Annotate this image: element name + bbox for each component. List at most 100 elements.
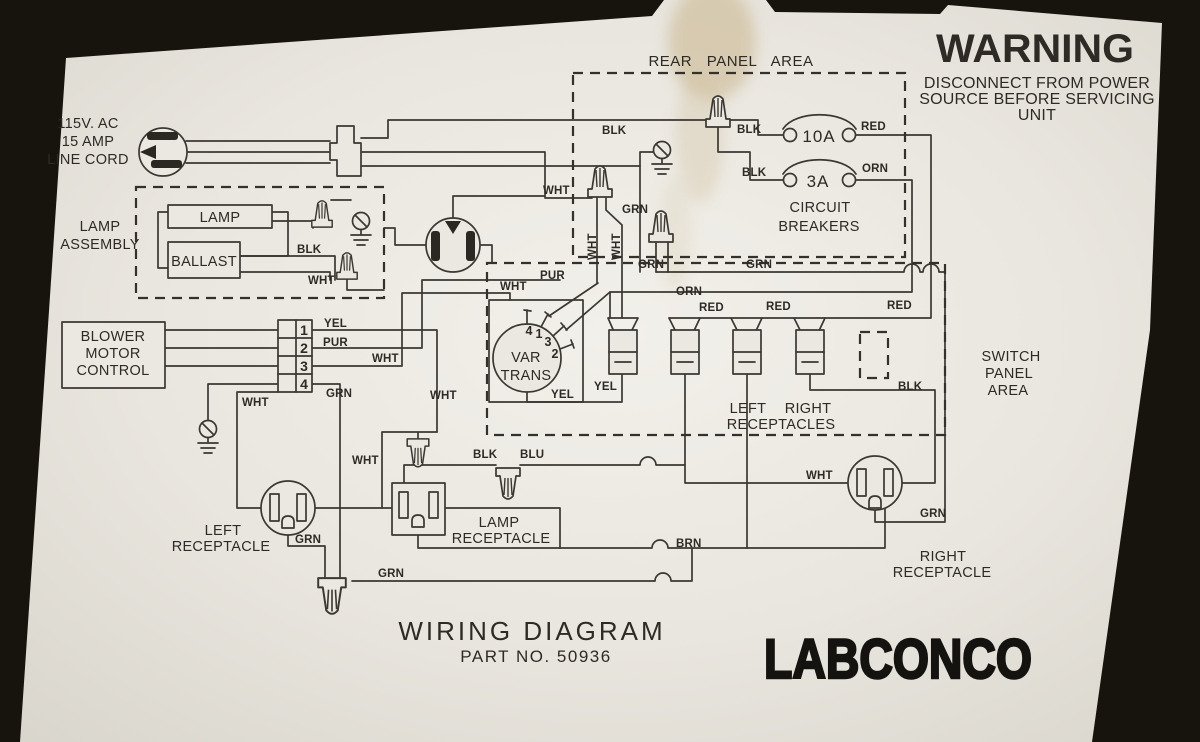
wire-label-brn: BRN (676, 538, 702, 550)
wire-label-pur: PUR (323, 337, 348, 349)
wire-label-grn: GRN (326, 388, 352, 400)
left-receptacle-label: RECEPTACLE (172, 539, 271, 555)
lamp-cord-plug (425, 217, 481, 273)
wire-label-blk: BLK (297, 244, 322, 256)
wire-label-grn: GRN (746, 259, 772, 271)
diagram-title: WIRING DIAGRAM (398, 616, 665, 646)
terminal-number: 3 (300, 358, 308, 374)
wire-label-wht: WHT (352, 455, 379, 467)
wire-label-grn: GRN (378, 568, 404, 580)
wire-label-blk: BLK (602, 125, 627, 137)
lamp-receptacle-label: LAMP (479, 515, 520, 531)
var-trans-terminal: 1 (536, 327, 543, 341)
switch-3 (795, 329, 825, 375)
var-trans-terminal: 3 (545, 335, 552, 349)
circuit-breakers-label: CIRCUIT (790, 200, 851, 216)
switch-panel-area-box (485, 261, 947, 437)
switch-panel-area-label: AREA (988, 383, 1029, 399)
breaker-10a-label: 10A (802, 127, 835, 146)
lamp-label: LAMP (200, 210, 241, 226)
wire-label-wht: WHT (308, 275, 335, 287)
wire-label-blk: BLK (898, 381, 923, 393)
lamp-assembly-label: ASSEMBLY (60, 237, 140, 253)
blower-motor-control-label: MOTOR (85, 346, 140, 362)
line-cord-caption: 15 AMP (62, 134, 115, 150)
wire-label-orn: ORN (862, 163, 888, 175)
terminal-number: 1 (300, 322, 308, 338)
wire-label-red: RED (699, 302, 724, 314)
var-trans-terminal: 4 (526, 324, 533, 338)
warning-text: SOURCE BEFORE SERVICING (919, 91, 1154, 108)
strain-relief (329, 125, 362, 177)
wire-label-wht: WHT (806, 470, 833, 482)
wire-label-red: RED (887, 300, 912, 312)
receptacles-row-label: LEFT (730, 401, 767, 417)
part-number: PART NO. 50936 (460, 647, 611, 666)
wire-label-wht: WHT (242, 397, 269, 409)
var-trans-label: TRANS (501, 368, 552, 384)
blower-motor-control-label: BLOWER (81, 329, 146, 345)
switch-blower (608, 329, 638, 375)
wire-label-red: RED (861, 121, 886, 133)
var-trans (488, 299, 584, 403)
warning-text: DISCONNECT FROM POWER (924, 75, 1150, 92)
rear-panel-area-label: REAR PANEL AREA (648, 53, 813, 70)
left-receptacle-outlet (260, 480, 316, 536)
wire-label-yel: YEL (551, 389, 574, 401)
line-cord-caption: LINE CORD (47, 152, 129, 168)
spare-switch-slot (858, 330, 890, 380)
lamp-box (167, 204, 273, 229)
switch-panel-area-label: SWITCH (982, 349, 1041, 365)
wire-label-wht: WHT (430, 390, 457, 402)
switch-panel-area-label: PANEL (985, 366, 1033, 382)
wire-label-blk: BLK (737, 124, 762, 136)
terminal-block (277, 319, 313, 393)
wire-label-pur: PUR (540, 270, 565, 282)
circuit-breaker-10a (782, 113, 857, 143)
lamp-receptacle-label: RECEPTACLE (452, 531, 551, 547)
wire-label-orn: ORN (676, 286, 702, 298)
label-card (20, 0, 1162, 742)
wire-label-red: RED (766, 301, 791, 313)
wire-label-grn: GRN (295, 534, 321, 546)
right-receptacle-outlet (847, 455, 903, 511)
wire-label-wht: WHT (587, 233, 599, 260)
ballast-box (167, 241, 241, 279)
wire-label-yel: YEL (594, 381, 617, 393)
switch-1 (670, 329, 700, 375)
warning-text: UNIT (1018, 107, 1056, 124)
wire-label-wht: WHT (543, 185, 570, 197)
terminal-number: 4 (300, 376, 308, 392)
wire-label-wht: WHT (372, 353, 399, 365)
breaker-3a-label: 3A (807, 172, 830, 191)
lamp-receptacle-outlet (391, 482, 446, 536)
line-cord-plug (138, 127, 188, 177)
switch-2 (732, 329, 762, 375)
wire-label-grn: GRN (622, 204, 648, 216)
circuit-breakers-label: BREAKERS (778, 219, 859, 235)
wire-label-wht: WHT (611, 233, 623, 260)
wiring-lines (157, 119, 946, 582)
receptacles-row-label: RECEPTACLES (727, 417, 836, 433)
wire-label-blu: BLU (520, 449, 544, 461)
right-receptacle-label: RECEPTACLE (893, 565, 992, 581)
labconco-logo: LABCONCO (764, 627, 1032, 690)
blower-motor-control-box (61, 321, 166, 389)
circuit-breaker-3a (782, 158, 857, 188)
warning-title: WARNING (936, 27, 1134, 71)
receptacles-row-label: RIGHT (785, 401, 832, 417)
line-cord-caption: 115V. AC (57, 116, 118, 132)
wire-label-yel: YEL (324, 318, 347, 330)
wire-label-blk: BLK (473, 449, 498, 461)
wire-label-blk: BLK (742, 167, 767, 179)
right-receptacle-label: RIGHT (920, 549, 967, 565)
lamp-assembly-box (134, 185, 386, 300)
wire-label-wht: WHT (500, 281, 527, 293)
blower-motor-control-label: CONTROL (77, 363, 150, 379)
lamp-assembly-label: LAMP (80, 219, 121, 235)
wire-label-grn: GRN (920, 508, 946, 520)
terminal-number: 2 (300, 340, 308, 356)
wire-label-grn: GRN (638, 259, 664, 271)
